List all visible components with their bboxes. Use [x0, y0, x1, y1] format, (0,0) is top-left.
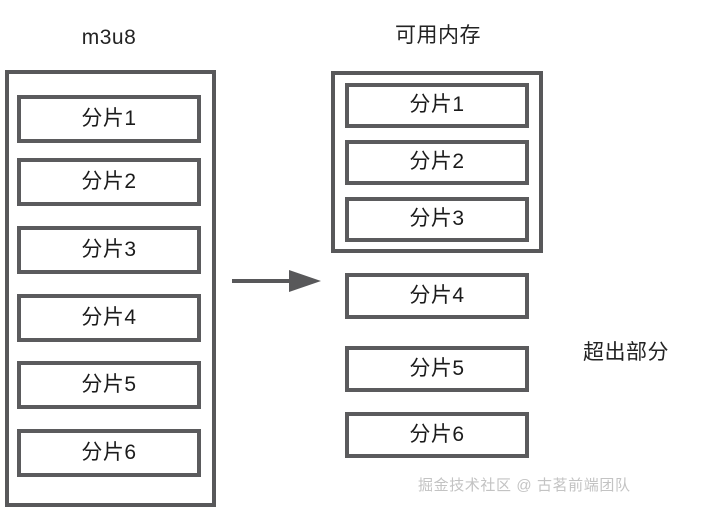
overflow-chunk-6: 分片6: [345, 412, 529, 458]
memory-chunk-1-label: 分片1: [409, 93, 465, 116]
overflow-chunk-4-label: 分片4: [409, 283, 465, 307]
memory-chunk-2: 分片2: [345, 140, 529, 185]
memory-chunk-3-label: 分片3: [409, 207, 465, 230]
right-arrow-icon: [232, 270, 321, 292]
m3u8-chunk-6: 分片6: [17, 429, 201, 477]
m3u8-chunk-2-label: 分片2: [81, 169, 137, 193]
overflow-section-label: 超出部分: [583, 341, 669, 364]
watermark-text: 掘金技术社区 @ 古茗前端团队: [418, 477, 631, 494]
overflow-chunk-6-label: 分片6: [409, 422, 465, 446]
m3u8-chunk-5-label: 分片5: [81, 372, 137, 396]
overflow-chunk-5: 分片5: [345, 346, 529, 392]
m3u8-chunk-1: 分片1: [17, 95, 201, 143]
memory-chunk-2-label: 分片2: [409, 150, 465, 173]
m3u8-chunk-3: 分片3: [17, 226, 201, 274]
m3u8-chunk-6-label: 分片6: [81, 440, 137, 464]
overflow-chunk-5-label: 分片5: [409, 356, 465, 380]
memory-chunk-1: 分片1: [345, 83, 529, 128]
m3u8-column-title: m3u8: [81, 26, 137, 49]
memory-chunk-3: 分片3: [345, 197, 529, 242]
m3u8-chunk-2: 分片2: [17, 158, 201, 206]
m3u8-chunk-4-label: 分片4: [81, 305, 137, 329]
m3u8-chunk-1-label: 分片1: [81, 106, 137, 130]
m3u8-chunk-5: 分片5: [17, 361, 201, 409]
overflow-chunk-4: 分片4: [345, 273, 529, 319]
memory-column-title: 可用内存: [395, 24, 481, 47]
m3u8-chunk-4: 分片4: [17, 294, 201, 342]
m3u8-chunk-3-label: 分片3: [81, 237, 137, 261]
